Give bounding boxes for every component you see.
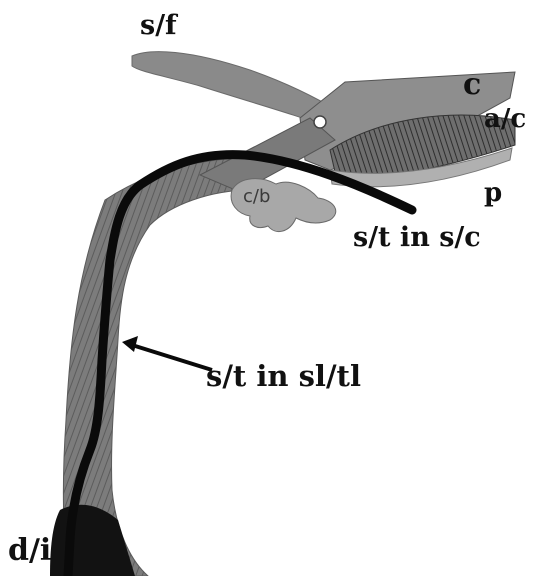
distal-base-shape (50, 505, 135, 576)
label-cb: c/b (243, 188, 270, 206)
label-ac: a/c (484, 106, 526, 132)
label-p: p (484, 180, 502, 206)
junction-bubble (314, 116, 326, 128)
label-sf: s/f (140, 12, 177, 39)
pointer-arrowhead (122, 336, 138, 352)
pointer-arrow-line (132, 345, 212, 370)
label-st-in-sltl: s/t in sl/tl (206, 362, 361, 391)
label-st-in-sc: s/t in s/c (353, 224, 481, 251)
label-c: c (463, 70, 481, 100)
label-di: d/i (8, 536, 51, 566)
